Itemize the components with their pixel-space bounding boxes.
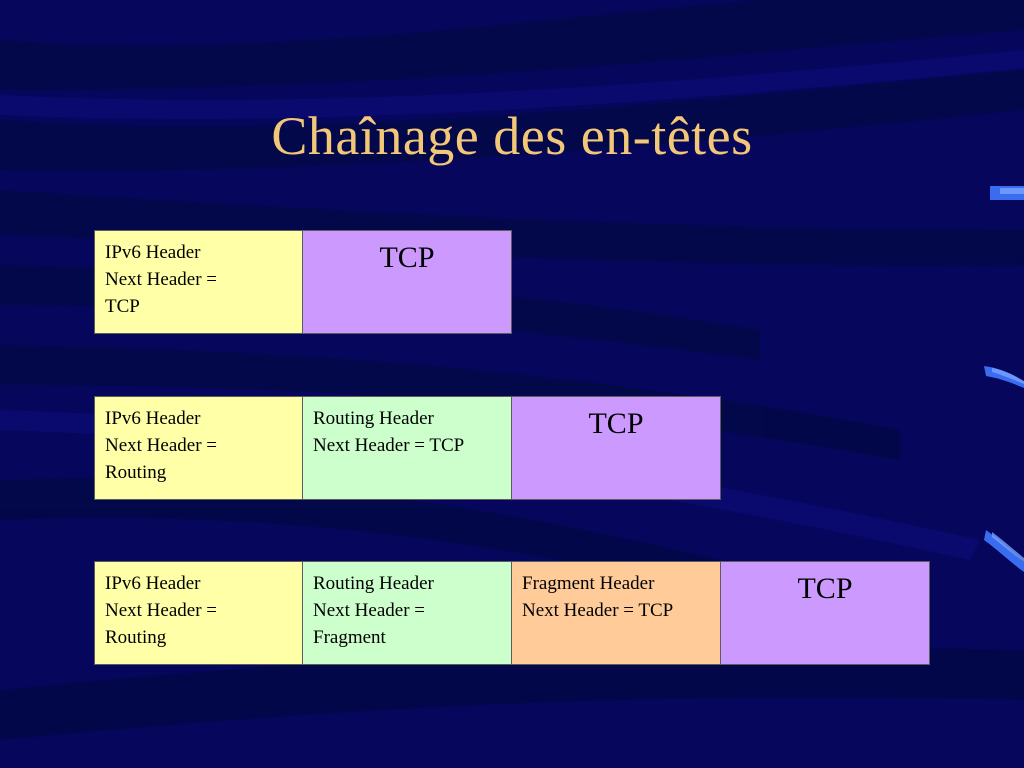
ipv6-header-line: Next Header = xyxy=(105,269,217,290)
ipv6-header-line: Routing xyxy=(105,462,167,483)
routing-header-line: Next Header = xyxy=(313,600,425,621)
fragment-header-line: Fragment Header xyxy=(522,573,655,594)
slide-title: Chaînage des en-têtes xyxy=(271,106,753,166)
tcp-header-line: TCP xyxy=(379,241,435,274)
ipv6-header-line: IPv6 Header xyxy=(105,573,201,594)
routing-header-line: Fragment xyxy=(313,627,386,648)
routing-header-line: Next Header = TCP xyxy=(313,435,465,456)
ipv6-header-line: Routing xyxy=(105,627,167,648)
fragment-header-line: Next Header = TCP xyxy=(522,600,674,621)
tcp-header-cell: TCP xyxy=(303,230,512,334)
routing-header-line: Routing Header xyxy=(313,408,434,429)
ipv6-header-line: Next Header = xyxy=(105,435,217,456)
tcp-header-line: TCP xyxy=(588,407,644,440)
routing-header-line: Routing Header xyxy=(313,573,434,594)
ipv6-header-line: Next Header = xyxy=(105,600,217,621)
ipv6-header-line: IPv6 Header xyxy=(105,242,201,263)
ipv6-header-line: TCP xyxy=(105,296,140,317)
tcp-header-line: TCP xyxy=(797,572,853,605)
tcp-header-cell: TCP xyxy=(512,396,721,500)
tcp-header-cell: TCP xyxy=(721,561,930,665)
ipv6-header-line: IPv6 Header xyxy=(105,408,201,429)
